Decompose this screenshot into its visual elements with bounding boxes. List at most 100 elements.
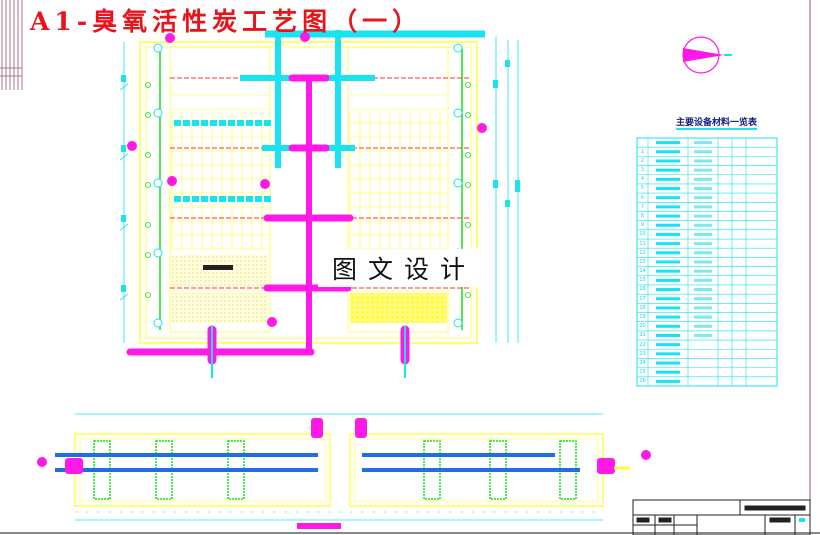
column-marker xyxy=(453,318,463,328)
valve-marker xyxy=(465,222,471,228)
valve-marker xyxy=(465,292,471,298)
column-marker xyxy=(453,108,463,118)
table-cell-text xyxy=(694,214,712,218)
table-cell-text xyxy=(656,288,680,292)
table-cell-text xyxy=(694,306,712,310)
nozzle xyxy=(201,196,208,202)
nozzle xyxy=(210,196,217,202)
table-row-number: 16 xyxy=(639,286,646,293)
table-row-number: 4 xyxy=(640,176,645,183)
valve-marker xyxy=(145,252,151,258)
table-cell-text xyxy=(656,251,680,255)
nozzle xyxy=(228,196,235,202)
section-view xyxy=(37,413,651,529)
table-cell-text xyxy=(656,306,680,310)
table-row-number: 20 xyxy=(639,323,646,330)
table-cell-text xyxy=(656,333,680,337)
nozzle xyxy=(237,196,244,202)
table-cell-text xyxy=(656,278,680,282)
column-marker xyxy=(153,318,163,328)
nozzle xyxy=(183,120,190,126)
table-cell-text xyxy=(694,260,712,264)
nozzle xyxy=(201,120,208,126)
table-cell-text xyxy=(656,315,680,319)
table-row-number: 19 xyxy=(639,314,646,321)
table-row-number: 11 xyxy=(639,240,646,247)
nozzle xyxy=(246,196,253,202)
table-cell-text xyxy=(694,205,712,209)
nozzle xyxy=(192,120,199,126)
section-pipes xyxy=(55,453,580,472)
table-row-number: 17 xyxy=(639,295,646,302)
table-row-number: 13 xyxy=(639,258,646,265)
table-cell-text xyxy=(694,278,712,282)
nozzle xyxy=(183,196,190,202)
valve-marker xyxy=(465,152,471,158)
watermark-text: 图文设计 xyxy=(331,255,476,284)
table-cell-text xyxy=(656,214,680,218)
table-cell-text xyxy=(694,324,712,328)
table-cell-text xyxy=(656,141,680,145)
table-cell-text xyxy=(694,168,712,172)
table-cell-text xyxy=(656,177,680,181)
table-row-number: 5 xyxy=(640,185,645,192)
watermark: 图文设计 xyxy=(318,249,490,287)
valve-marker xyxy=(145,222,151,228)
table-row-number: 9 xyxy=(640,222,645,229)
column-marker xyxy=(453,43,463,53)
table-cell-text xyxy=(694,223,712,227)
table-row-number: 24 xyxy=(639,359,646,366)
valve-marker xyxy=(465,182,471,188)
table-row-number: 7 xyxy=(640,203,645,210)
section-label xyxy=(297,523,341,529)
nozzle xyxy=(246,120,253,126)
table-cell-text xyxy=(694,288,712,292)
equipment-table xyxy=(636,137,778,387)
table-row-number: 22 xyxy=(639,341,646,348)
table-cell-text xyxy=(656,361,680,365)
valve-marker xyxy=(145,82,151,88)
table-cell-text xyxy=(656,168,680,172)
table-cell-text xyxy=(656,150,680,154)
nozzle xyxy=(174,120,181,126)
table-cell-text xyxy=(694,242,712,246)
table-cell-text xyxy=(694,150,712,154)
nozzle xyxy=(255,196,262,202)
table-row-number: 8 xyxy=(640,212,645,219)
table-cell-text xyxy=(656,352,680,356)
table-row-number: 6 xyxy=(640,194,645,201)
table-row-number: 15 xyxy=(639,277,646,284)
table-cell-text xyxy=(694,315,712,319)
table-row-number: 26 xyxy=(639,378,646,385)
drawing-title: A1-臭氧活性炭工艺图（一） xyxy=(30,7,423,36)
hatched-area xyxy=(350,293,447,323)
table-row-number: 25 xyxy=(639,369,646,376)
table-cell-text xyxy=(694,251,712,255)
table-cell-text xyxy=(656,205,680,209)
table-cell-text xyxy=(694,187,712,191)
column-marker xyxy=(153,248,163,258)
table-row-number: 23 xyxy=(639,350,646,357)
nozzle xyxy=(237,120,244,126)
column-marker xyxy=(153,43,163,53)
nozzle xyxy=(210,120,217,126)
column-marker xyxy=(153,108,163,118)
table-row-number: 3 xyxy=(640,167,645,174)
table-cell-text xyxy=(656,379,680,383)
table-row-number: 2 xyxy=(640,157,645,164)
table-cell-text xyxy=(656,260,680,264)
nozzle xyxy=(228,120,235,126)
table-row-number: 1 xyxy=(640,148,645,155)
plan-view xyxy=(119,30,520,378)
north-arrow-icon xyxy=(682,36,732,74)
table-row-number: 12 xyxy=(639,249,646,256)
table-cell-text xyxy=(656,269,680,273)
valve-marker xyxy=(145,182,151,188)
table-cell-text xyxy=(656,370,680,374)
table-cell-text xyxy=(694,177,712,181)
nozzle xyxy=(219,120,226,126)
nozzle xyxy=(219,196,226,202)
valve-marker xyxy=(465,112,471,118)
